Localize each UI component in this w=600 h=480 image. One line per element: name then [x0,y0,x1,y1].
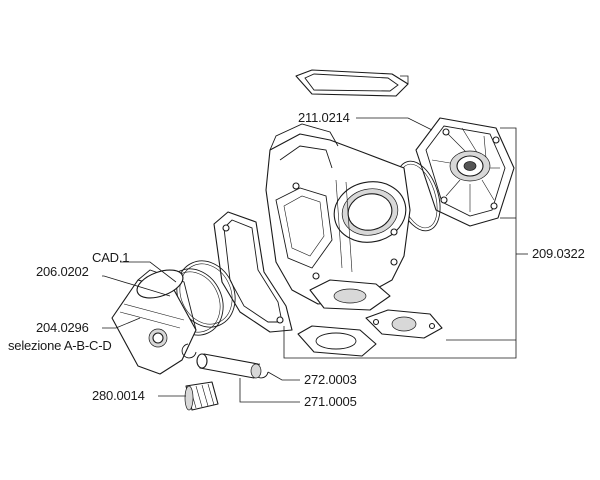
piston [111,269,197,375]
label-cylinder-head: 211.0214 [298,110,350,125]
exhaust-gasket [297,325,377,357]
needle-bearing [184,381,219,411]
piston-pin [196,353,262,379]
intake-gasket [365,309,443,339]
label-piston-selection: selezione A-B-C-D [8,338,112,353]
label-piston: 204.0296 [36,320,89,335]
label-needle-bearing: 280.0014 [92,388,145,403]
leader-lines [102,75,528,403]
base-gasket [213,211,293,333]
label-rings-cad: CAD.1 [92,250,129,265]
cylinder-head [415,117,515,227]
label-circlip: 272.0003 [304,372,357,387]
label-piston-pin: 271.0005 [304,394,357,409]
label-piston-rings: 206.0202 [36,264,89,279]
head-gasket [295,69,409,97]
label-gasket-kit: 209.0322 [532,246,585,261]
cylinder [265,123,411,311]
